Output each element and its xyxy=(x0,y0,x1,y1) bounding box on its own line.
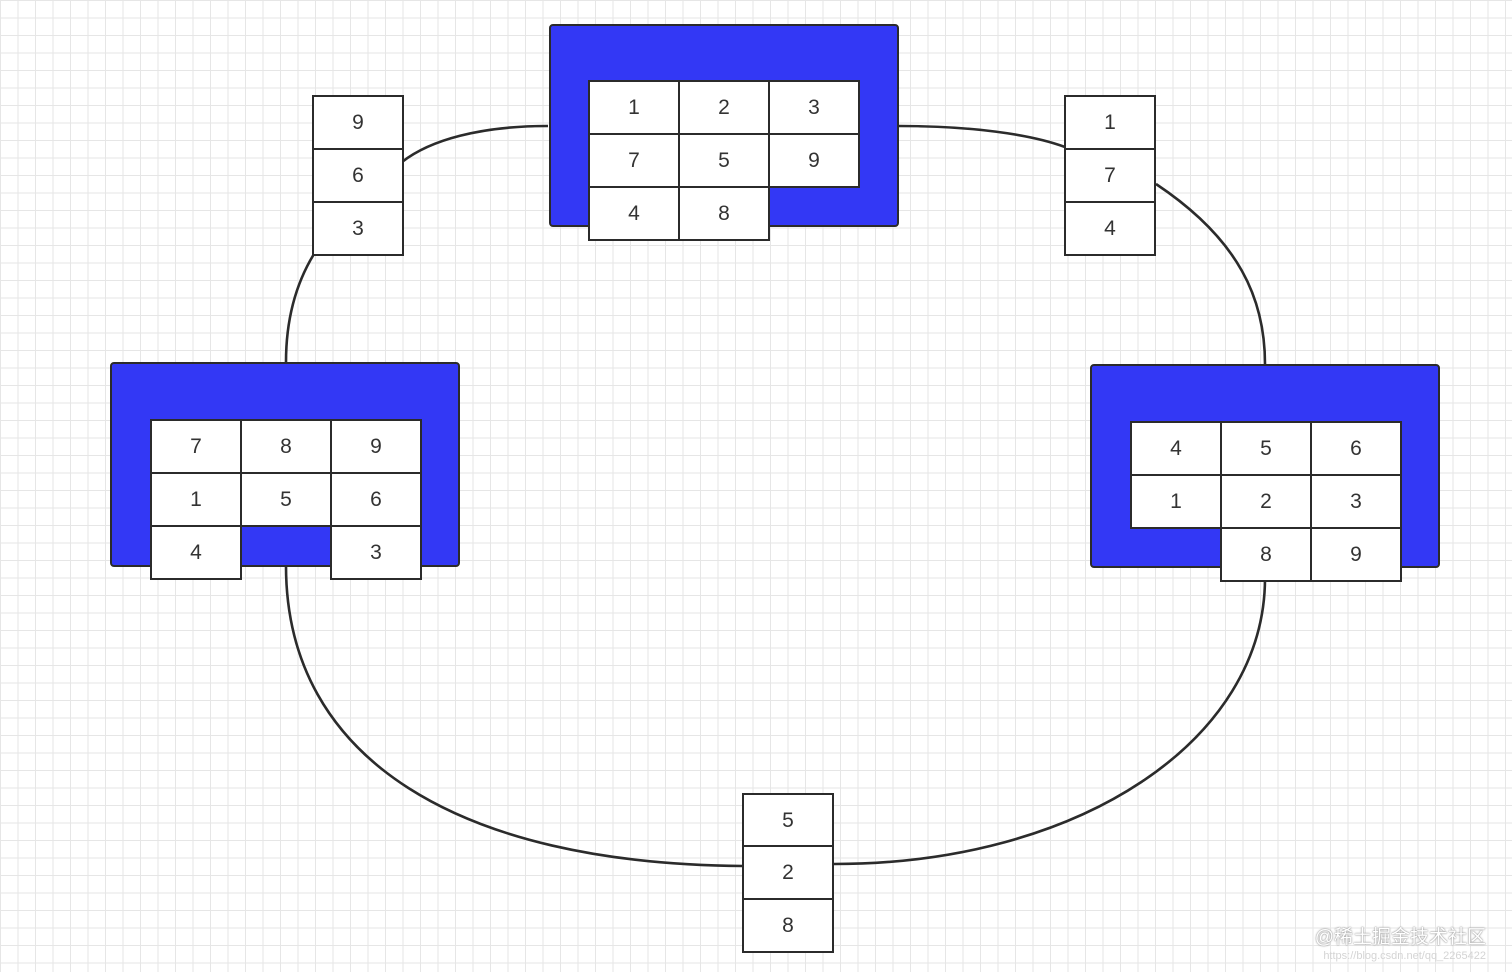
cell: 4 xyxy=(588,186,680,241)
link-token-top-left-to-left xyxy=(284,253,316,363)
cell: 1 xyxy=(588,80,680,135)
cell: 9 xyxy=(1310,527,1402,582)
cell: 5 xyxy=(678,133,770,188)
link-right-to-token-bottom xyxy=(833,577,1267,866)
cell: 2 xyxy=(1220,474,1312,529)
link-left-to-token-bottom xyxy=(284,565,744,868)
cell: 7 xyxy=(150,419,242,474)
cell: 8 xyxy=(678,186,770,241)
token-top-right-cell: 4 xyxy=(1064,201,1156,256)
token-top-left-cell: 9 xyxy=(312,95,404,150)
link-top-to-token-top-right xyxy=(898,124,1066,149)
cell: 2 xyxy=(678,80,770,135)
token-top-left-cell: 6 xyxy=(312,148,404,203)
cell: 9 xyxy=(330,419,422,474)
link-token-top-right-to-right xyxy=(1155,182,1267,365)
cell: 6 xyxy=(330,472,422,527)
token-bottom-cell: 5 xyxy=(742,793,834,848)
node-top: 1 2 3 7 5 9 4 8 xyxy=(549,24,899,241)
cell: 4 xyxy=(150,525,242,580)
cell: 3 xyxy=(330,525,422,580)
cell: 5 xyxy=(1220,421,1312,476)
cell: 6 xyxy=(1310,421,1402,476)
node-left: 7 8 9 1 5 6 4 3 xyxy=(110,362,460,580)
token-bottom-cell: 2 xyxy=(742,845,834,900)
watermark: @稀土掘金技术社区 xyxy=(1314,927,1486,948)
token-bottom-cell: 8 xyxy=(742,898,834,953)
cell: 4 xyxy=(1130,421,1222,476)
token-top-right-cell: 7 xyxy=(1064,148,1156,203)
cell: 1 xyxy=(1130,474,1222,529)
cell: 7 xyxy=(588,133,680,188)
token-top-left-cell: 3 xyxy=(312,201,404,256)
cell: 3 xyxy=(768,80,860,135)
link-top-to-token-top-left xyxy=(401,124,549,164)
cell: 1 xyxy=(150,472,242,527)
cell: 8 xyxy=(240,419,332,474)
watermark-url: https://blog.csdn.net/qq_2265422 xyxy=(1323,950,1486,962)
cell: 5 xyxy=(240,472,332,527)
cell: 9 xyxy=(768,133,860,188)
cell: 8 xyxy=(1220,527,1312,582)
token-top-right-cell: 1 xyxy=(1064,95,1156,150)
node-right: 4 5 6 1 2 3 8 9 xyxy=(1090,364,1440,582)
cell: 3 xyxy=(1310,474,1402,529)
